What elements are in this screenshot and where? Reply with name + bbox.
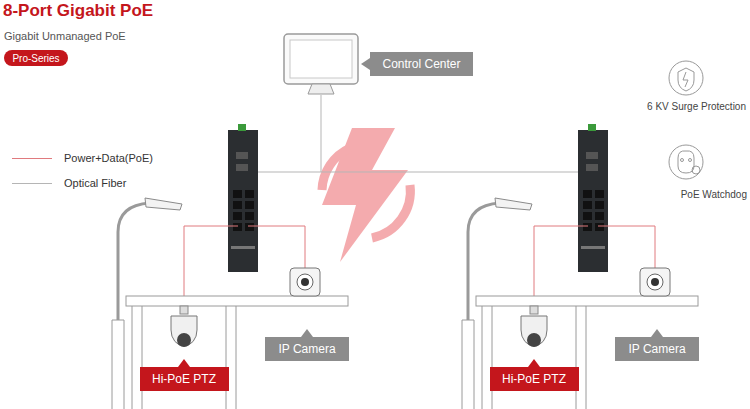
legend-row: Power+Data(PoE)	[12, 152, 153, 164]
legend-swatch	[12, 158, 52, 159]
legend-swatch	[12, 183, 52, 184]
callout-label: IP Camera	[265, 337, 349, 361]
switch	[228, 124, 258, 272]
fiber-lines	[258, 95, 578, 172]
feature-label: PoE Watchdog	[681, 189, 747, 200]
switch	[578, 124, 608, 272]
legend-row: Optical Fiber	[12, 177, 126, 189]
feature-label: 6 KV Surge Protection	[647, 101, 746, 112]
callout-label: Hi-PoE PTZ	[140, 367, 229, 391]
label-text: Hi-PoE PTZ	[152, 372, 216, 386]
monitor	[284, 34, 358, 94]
label-text: Hi-PoE PTZ	[502, 372, 566, 386]
callout-label: Control Center	[370, 52, 473, 76]
legend-text: Optical Fiber	[64, 177, 126, 189]
label-text: Pro-Series	[12, 53, 59, 64]
camera-site	[112, 198, 348, 409]
callout-label: Hi-PoE PTZ	[490, 367, 579, 391]
watermark-logo	[322, 128, 410, 262]
series-badge: Pro-Series	[4, 50, 68, 66]
legend-text: Power+Data(PoE)	[64, 152, 153, 164]
label-text: Control Center	[382, 57, 460, 71]
title: 8-Port Gigabit PoE	[3, 1, 153, 21]
label-text: IP Camera	[628, 342, 685, 356]
feature-icons	[669, 61, 703, 179]
subtitle: Gigabit Unmanaged PoE	[4, 30, 126, 42]
label-text: IP Camera	[278, 342, 335, 356]
callout-label: IP Camera	[615, 337, 699, 361]
